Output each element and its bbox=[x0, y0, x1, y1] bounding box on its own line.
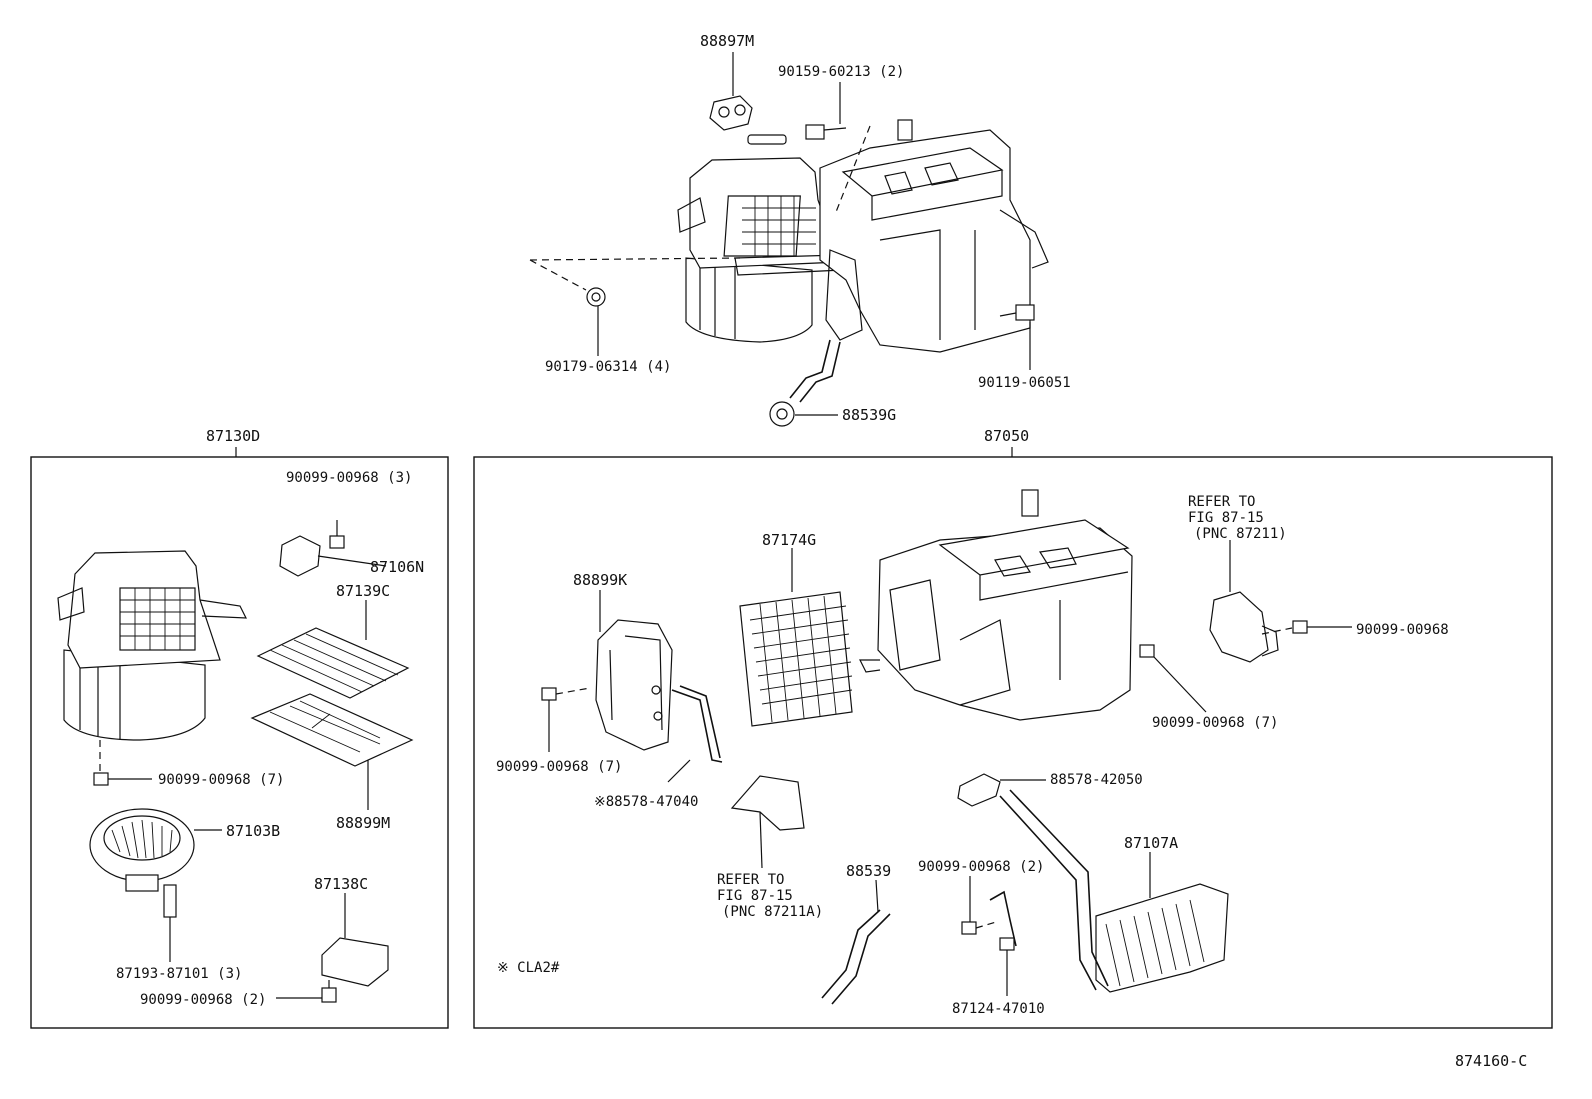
clamp-87124-47010 bbox=[989, 890, 1017, 996]
grommet-88897m bbox=[709, 95, 753, 131]
label-87107a: 87107A bbox=[1124, 834, 1178, 852]
label-pnc-87211: (PNC 87211) bbox=[1194, 526, 1287, 542]
heater-core-87107a bbox=[999, 789, 1229, 993]
label-90179-06314: 90179-06314 (4) bbox=[545, 359, 671, 375]
screw-90099-7-right bbox=[1139, 644, 1207, 713]
hose-88578-47040 bbox=[667, 685, 723, 783]
label-87103b: 87103B bbox=[226, 822, 280, 840]
label-cla2-note: ※ CLA2# bbox=[497, 960, 560, 976]
filter-case-88899m bbox=[250, 693, 414, 810]
label-88578-42050: 88578-42050 bbox=[1050, 772, 1143, 788]
label-fig-87-15-1: FIG 87-15 bbox=[1188, 510, 1264, 526]
plate-88578-42050 bbox=[957, 773, 1046, 807]
label-pnc-87211a: (PNC 87211A) bbox=[722, 904, 823, 920]
label-90099-00968-right: 90099-00968 bbox=[1356, 622, 1449, 638]
label-87193-87101: 87193-87101 (3) bbox=[116, 966, 242, 982]
actuator-87106n bbox=[279, 520, 387, 577]
top-heater-assembly bbox=[529, 52, 1049, 427]
grommet-88539g bbox=[769, 401, 795, 427]
heater-case-87050 bbox=[859, 489, 1133, 721]
label-90099-00968-2-left: 90099-00968 (2) bbox=[140, 992, 266, 1008]
figure-id: 874160-C bbox=[1455, 1052, 1527, 1070]
screw-90099-right bbox=[1292, 620, 1352, 634]
label-87130d: 87130D bbox=[206, 427, 260, 445]
blower-unit-87130d bbox=[57, 550, 247, 780]
screw-90159 bbox=[805, 124, 847, 140]
label-90099-00968-7-right: 90099-00968 (7) bbox=[1152, 715, 1278, 731]
label-90099-00968-3: 90099-00968 (3) bbox=[286, 470, 412, 486]
label-87139c: 87139C bbox=[336, 582, 390, 600]
label-90159-60213: 90159-60213 (2) bbox=[778, 64, 904, 80]
label-88539g: 88539G bbox=[842, 406, 896, 424]
label-90119-06051: 90119-06051 bbox=[978, 375, 1071, 391]
bolt-87193 bbox=[163, 884, 177, 962]
hose-88539 bbox=[821, 879, 891, 1005]
label-fig-87-15-2: FIG 87-15 bbox=[717, 888, 793, 904]
label-87138c: 87138C bbox=[314, 875, 368, 893]
label-88897m: 88897M bbox=[700, 32, 754, 50]
actuator-refer-87211 bbox=[1209, 540, 1293, 663]
label-87106n: 87106N bbox=[370, 558, 424, 576]
bolt-90119 bbox=[999, 304, 1035, 321]
label-88539: 88539 bbox=[846, 862, 891, 880]
label-90099-00968-2-right: 90099-00968 (2) bbox=[918, 859, 1044, 875]
label-90099-00968-7-left: 90099-00968 (7) bbox=[158, 772, 284, 788]
nut-90179 bbox=[586, 287, 606, 307]
duct-refer-87211a bbox=[730, 775, 805, 869]
case-88899k bbox=[595, 590, 673, 751]
filter-87139c bbox=[256, 600, 410, 699]
label-87124-47010: 87124-47010 bbox=[952, 1001, 1045, 1017]
label-88899m: 88899M bbox=[336, 814, 390, 832]
resistor-87138c bbox=[321, 893, 389, 987]
label-87050: 87050 bbox=[984, 427, 1029, 445]
box-87130d bbox=[30, 456, 449, 1029]
screw-90099-7-mid bbox=[541, 687, 591, 752]
screw-90099-2-left bbox=[276, 980, 337, 1003]
fan-motor-87103b bbox=[89, 808, 222, 892]
evaporator-87174g bbox=[739, 548, 853, 727]
label-88899k: 88899K bbox=[573, 571, 627, 589]
label-87174g: 87174G bbox=[762, 531, 816, 549]
label-refer-to-1: REFER TO bbox=[1188, 494, 1255, 510]
box-87050 bbox=[473, 456, 1553, 1029]
label-90099-00968-7-mid: 90099-00968 (7) bbox=[496, 759, 622, 775]
label-refer-to-2: REFER TO bbox=[717, 872, 784, 888]
screw-90099-2-right bbox=[961, 876, 997, 935]
screw-90099-7-left bbox=[93, 772, 152, 786]
label-88578-47040: ※88578-47040 bbox=[594, 794, 698, 810]
